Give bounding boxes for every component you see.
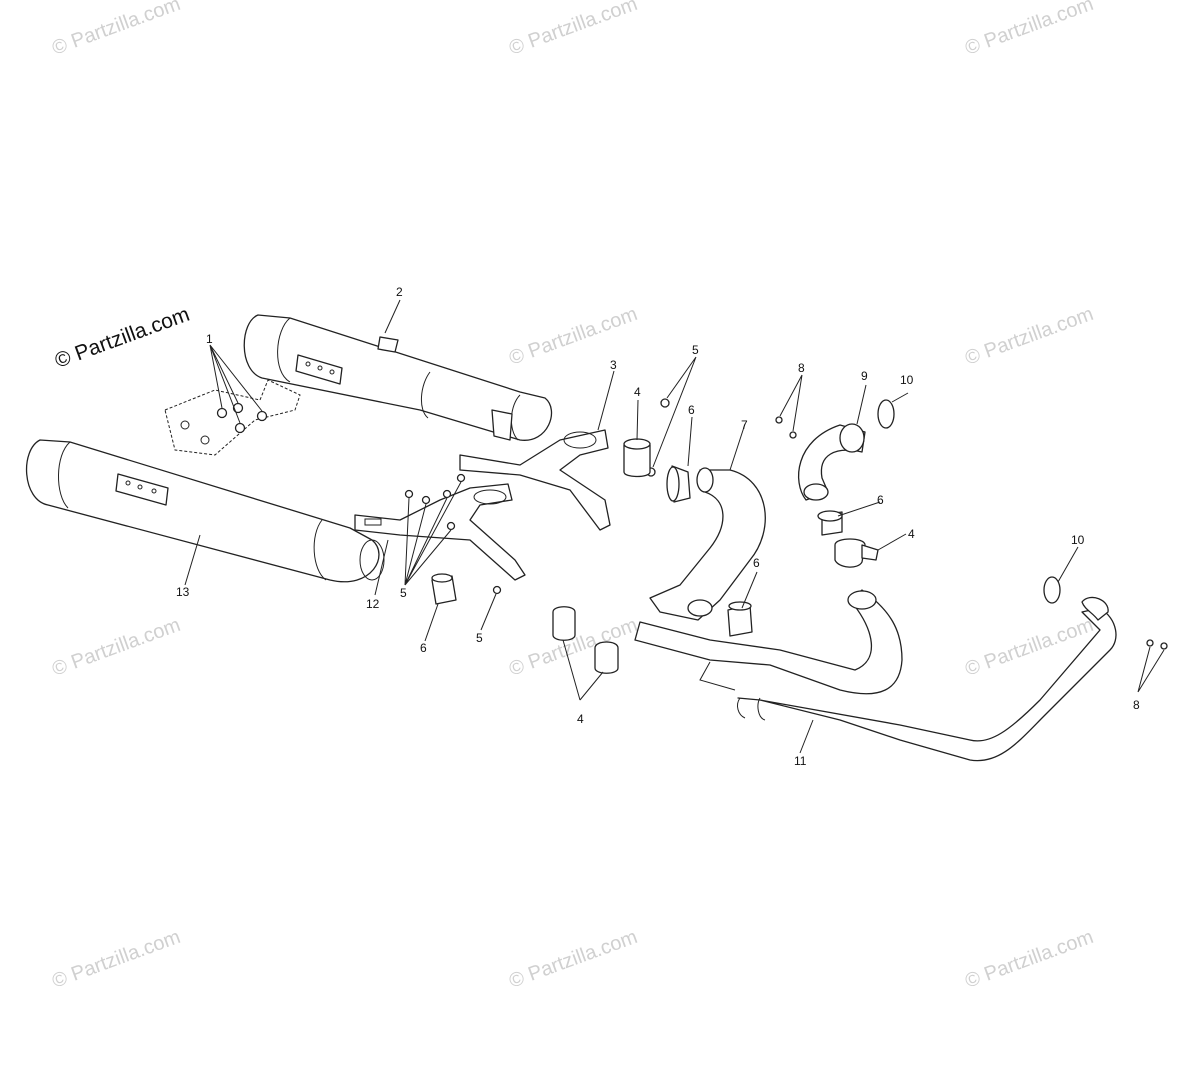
callout-8: 8 [798,361,805,375]
callout-10: 10 [900,373,914,387]
watermark-text: © Partzilla.com [506,0,640,60]
callout-6: 6 [877,493,884,507]
hardware [404,398,1168,650]
callout-4: 4 [577,712,584,726]
callout-5: 5 [400,586,407,600]
callout-1: 1 [206,332,213,346]
elbow-pipe [798,423,866,501]
callout-4: 4 [634,385,641,399]
watermark-text: © Partzilla.com [49,926,183,993]
callout-12: 12 [366,597,380,611]
upper-muffler [243,314,553,441]
watermark-text: © Partzilla.com [962,303,1096,370]
mount-plate [164,379,301,456]
callout-9: 9 [861,369,868,383]
clamps [552,438,879,674]
callout-5: 5 [476,631,483,645]
watermark-text: © Partzilla.com [506,303,640,370]
connector-pipe [649,467,766,621]
gasket-lower [1043,576,1061,604]
watermark-text: © Partzilla.com [49,614,183,681]
watermark-text: © Partzilla.com [49,0,183,60]
callout-6: 6 [753,556,760,570]
callout-11: 11 [794,754,807,768]
callout-8: 8 [1133,698,1140,712]
headpipe-assembly [634,589,1117,762]
callout-5: 5 [692,343,699,357]
callout-7: 7 [741,418,748,432]
callout-6: 6 [688,403,695,417]
leader-lines [184,299,1165,754]
callout-10: 10 [1071,533,1085,547]
callout-6: 6 [420,641,427,655]
callout-labels: 1 2 3 4 5 6 7 8 9 10 6 4 10 13 12 5 6 5 … [176,285,1140,768]
watermark-text: © Partzilla.com [962,0,1096,60]
callout-3: 3 [610,358,617,372]
watermark-text: © Partzilla.com [962,926,1096,993]
callout-4: 4 [908,527,915,541]
lower-muffler [26,439,385,583]
callout-13: 13 [176,585,190,599]
sleeves [431,465,843,637]
gasket-upper [877,399,895,429]
brackets [354,429,611,581]
copyright-label: © Partzilla.com [52,303,193,373]
watermark-text: © Partzilla.com [506,926,640,993]
callout-2: 2 [396,285,403,299]
